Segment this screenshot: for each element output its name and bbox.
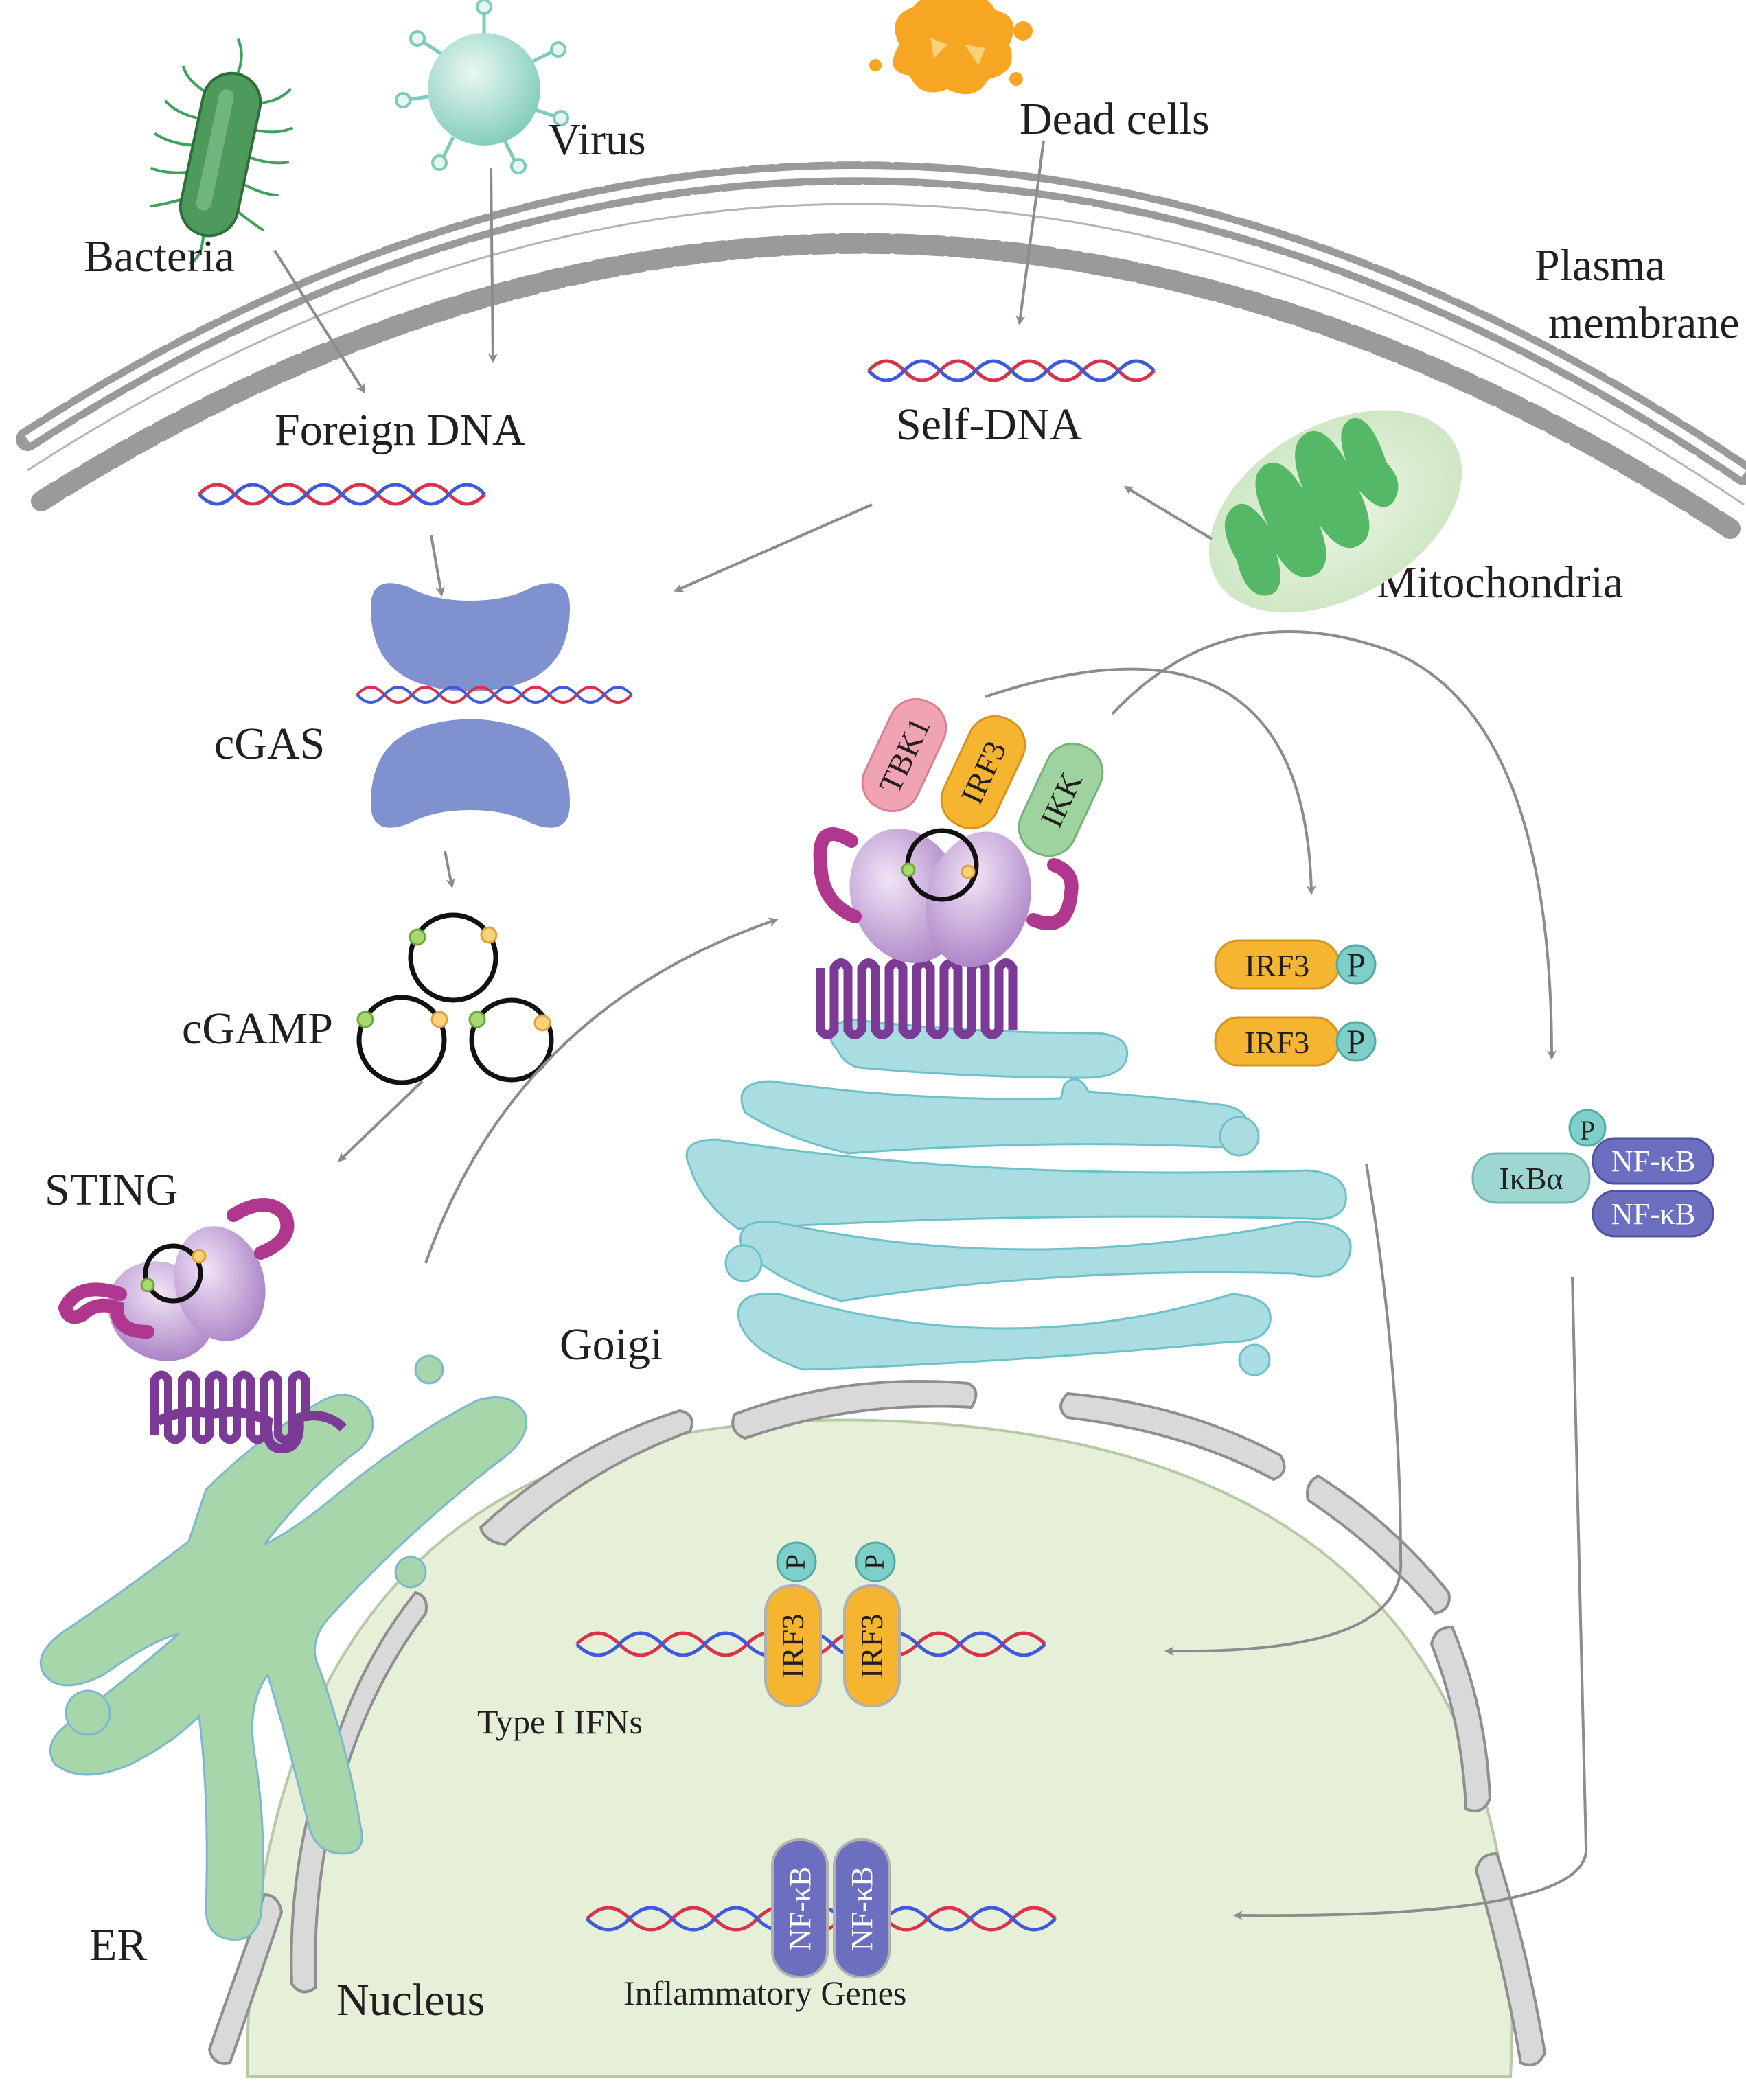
nuclear-irf3-1-p-label: P	[780, 1554, 811, 1569]
type1-ifns-label: Type I IFNs	[477, 1703, 643, 1741]
plasma-membrane-label-line1: Plasma	[1535, 240, 1666, 290]
bacteria-label: Bacteria	[84, 231, 235, 281]
nuclear-irf3-2: IRF3 P	[843, 1541, 901, 1707]
bacteria-icon	[149, 38, 294, 266]
nfkb-2-label: NF-κB	[1611, 1197, 1695, 1231]
plasma-membrane	[16, 161, 1746, 539]
pathway-arrows	[273, 140, 1588, 1921]
cgas-label: cGAS	[214, 719, 325, 769]
nuclear-nfkb-1-label: NF-κB	[783, 1867, 817, 1950]
ikba-label: IκBα	[1499, 1161, 1563, 1196]
phospho-irf3-2-p-label: P	[1346, 1022, 1366, 1061]
virus-icon	[395, 0, 569, 174]
cgamp-nucleotide-dots	[356, 926, 551, 1032]
nuclear-nfkb-1: NF-κB	[771, 1838, 829, 1978]
cgas-enzyme-icon	[356, 583, 633, 828]
arrow-virus-to-foreign-dna	[487, 168, 498, 363]
sting-label: STING	[45, 1165, 178, 1215]
arrow-nfkb-to-nucleus	[1233, 1276, 1588, 1921]
foreign-dna-helix-icon	[198, 483, 486, 506]
phospho-irf3-2-label: IRF3	[1245, 1025, 1310, 1060]
cgamp-label: cGAMP	[182, 1004, 333, 1054]
nuclear-irf3-1: IRF3 P	[764, 1541, 822, 1707]
golgi-apparatus-icon	[685, 1018, 1352, 1376]
nfkb-1-label: NF-κB	[1611, 1144, 1695, 1178]
ikba-p-label: P	[1580, 1115, 1595, 1146]
phospho-irf3-1: IRF3 P	[1214, 939, 1377, 990]
er-icon	[39, 1354, 528, 1941]
arrow-bacteria-to-foreign-dna	[273, 249, 366, 394]
phospho-irf3-1-p-label: P	[1346, 945, 1366, 984]
dead-cells-label: Dead cells	[1020, 94, 1210, 144]
nucleus-label: Nucleus	[336, 1975, 485, 2025]
arrow-irf3-to-nucleus	[1164, 1163, 1403, 1657]
ikba-nfkb-complex: IκBα NF-κB NF-κB P	[1471, 1109, 1714, 1238]
nuclear-nfkb-2-label: NF-κB	[845, 1867, 879, 1950]
nuclear-envelope-segments	[207, 1380, 1547, 2066]
foreign-dna-label: Foreign DNA	[275, 405, 525, 455]
arrow-foreign-dna-to-cgas	[430, 535, 446, 597]
sting-dimer-icon	[58, 1198, 347, 1454]
phospho-irf3-2: IRF3 P	[1214, 1016, 1377, 1067]
arrow-dead-cells-to-self-dna	[1015, 140, 1045, 325]
tbk1-protein: TBK1	[861, 697, 947, 813]
inflammatory-genes-label: Inflammatory Genes	[623, 1974, 906, 2012]
mitochondria-icon	[1208, 410, 1462, 613]
nuclear-irf3-2-label: IRF3	[854, 1614, 889, 1679]
arrow-tbk1-to-irf3-phospho	[985, 667, 1316, 895]
mitochondria-label: Mitochondria	[1377, 557, 1623, 608]
activated-sting-complex-icon	[813, 827, 1079, 1039]
self-dna-label: Self-DNA	[896, 400, 1083, 450]
nuclear-irf3-1-label: IRF3	[775, 1614, 810, 1679]
self-dna-helix-icon	[867, 359, 1156, 382]
arrow-cgamp-to-sting	[338, 1080, 424, 1162]
virus-label: Virus	[548, 115, 646, 165]
nuclear-nfkb-2: NF-κB	[833, 1838, 891, 1978]
arrow-cgas-to-cgamp	[444, 851, 455, 888]
cgamp-molecules-icon	[356, 912, 554, 1085]
golgi-label: Goigi	[560, 1319, 663, 1370]
nuclear-irf3-2-p-label: P	[859, 1554, 890, 1569]
ikk-protein: IKK	[1018, 742, 1104, 857]
plasma-membrane-label-line2: membrane	[1548, 298, 1740, 348]
phospho-irf3-1-label: IRF3	[1245, 948, 1310, 983]
er-label: ER	[89, 1920, 147, 1970]
arrow-sting-to-golgi-complex	[424, 917, 779, 1264]
arrow-mitochondria-to-self-dna	[1123, 485, 1213, 540]
arrow-ikk-to-ikba	[1111, 630, 1557, 1060]
irf3-protein-complex: IRF3	[940, 715, 1026, 830]
dead-cells-icon	[869, 0, 1033, 95]
arrow-self-dna-to-cgas	[674, 503, 873, 592]
